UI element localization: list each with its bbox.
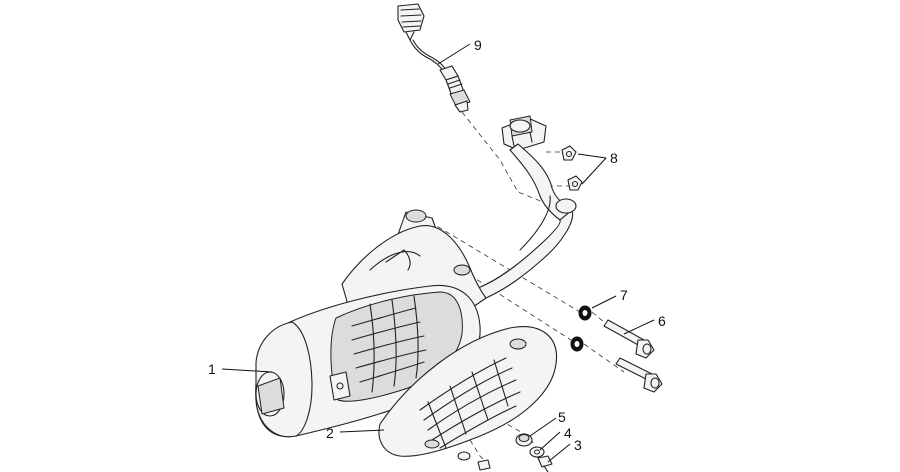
callout-labels: 1 2 3 4 5 6 7 8 9 [208, 37, 666, 453]
callout-6: 6 [658, 313, 666, 329]
leader-4 [539, 431, 561, 451]
flange-nuts [561, 145, 583, 191]
callout-9: 9 [474, 37, 482, 53]
leader-7 [591, 295, 617, 309]
sensor-body [439, 65, 471, 113]
callout-7: 7 [620, 287, 628, 303]
guard-fins [419, 357, 521, 449]
leader-2 [339, 429, 385, 433]
leader-9 [437, 43, 471, 65]
callout-2: 2 [326, 425, 334, 441]
bolt-lower [615, 357, 663, 393]
sensor-connector [397, 3, 425, 41]
gasket-washers [570, 305, 592, 352]
leader-8 [577, 153, 607, 185]
leader-lines [221, 43, 655, 463]
silencer [255, 209, 487, 438]
heat-shield-slots [351, 295, 427, 393]
callout-1: 1 [208, 361, 216, 377]
callout-8: 8 [610, 150, 618, 166]
bolt-upper [603, 319, 655, 359]
callout-3: 3 [574, 437, 582, 453]
leader-3 [547, 443, 571, 463]
oxygen-sensor [397, 3, 471, 113]
mounting-bolts [603, 319, 663, 393]
exhaust-header-pipe [477, 115, 583, 299]
callout-4: 4 [564, 425, 572, 441]
leader-6 [623, 319, 655, 335]
lower-washer-screw [457, 451, 491, 471]
screw [537, 455, 553, 472]
heat-shield-guard [378, 326, 558, 457]
leader-5 [529, 417, 557, 437]
callout-5: 5 [558, 409, 566, 425]
leader-1 [221, 368, 273, 373]
spacer-bush [515, 433, 533, 447]
